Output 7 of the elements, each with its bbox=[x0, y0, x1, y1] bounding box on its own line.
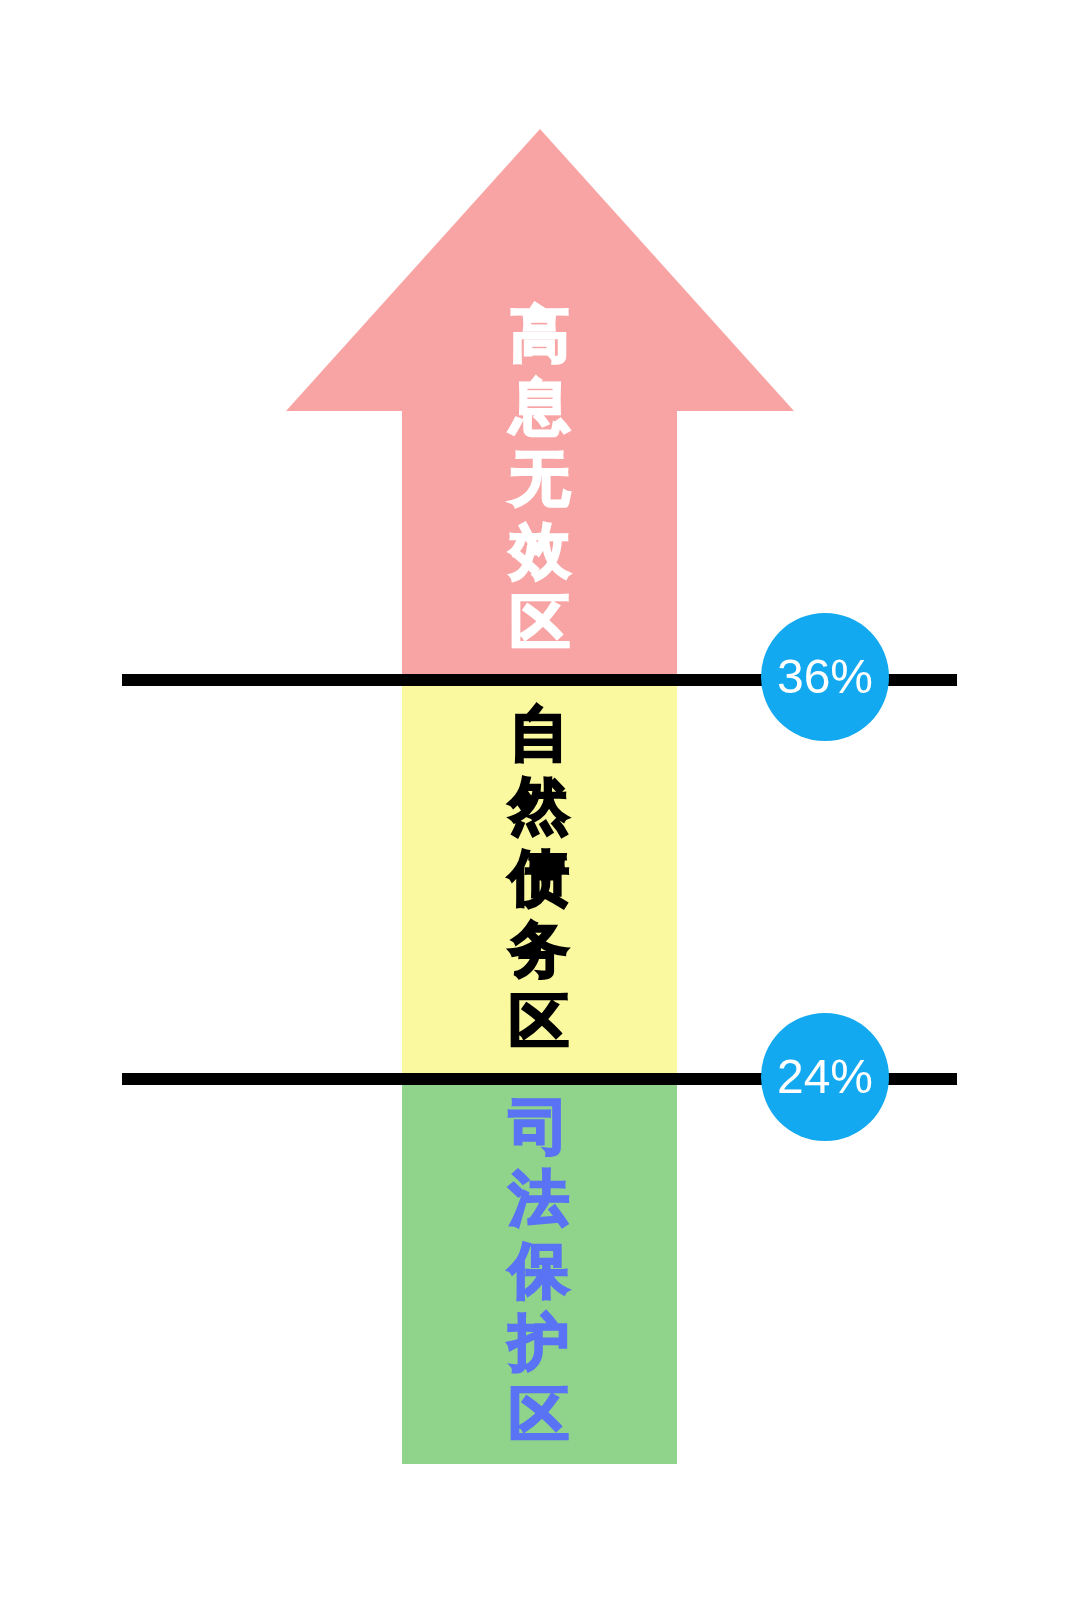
zone-label: 高息无效区 bbox=[508, 298, 571, 658]
zone-label: 自然债务区 bbox=[507, 697, 570, 1057]
rate-value: 24% bbox=[776, 1053, 874, 1101]
zone-band bbox=[402, 1085, 677, 1464]
zone-label: 司法保护区 bbox=[507, 1090, 570, 1450]
rate-value: 36% bbox=[776, 653, 874, 701]
zone-band bbox=[402, 686, 677, 1073]
